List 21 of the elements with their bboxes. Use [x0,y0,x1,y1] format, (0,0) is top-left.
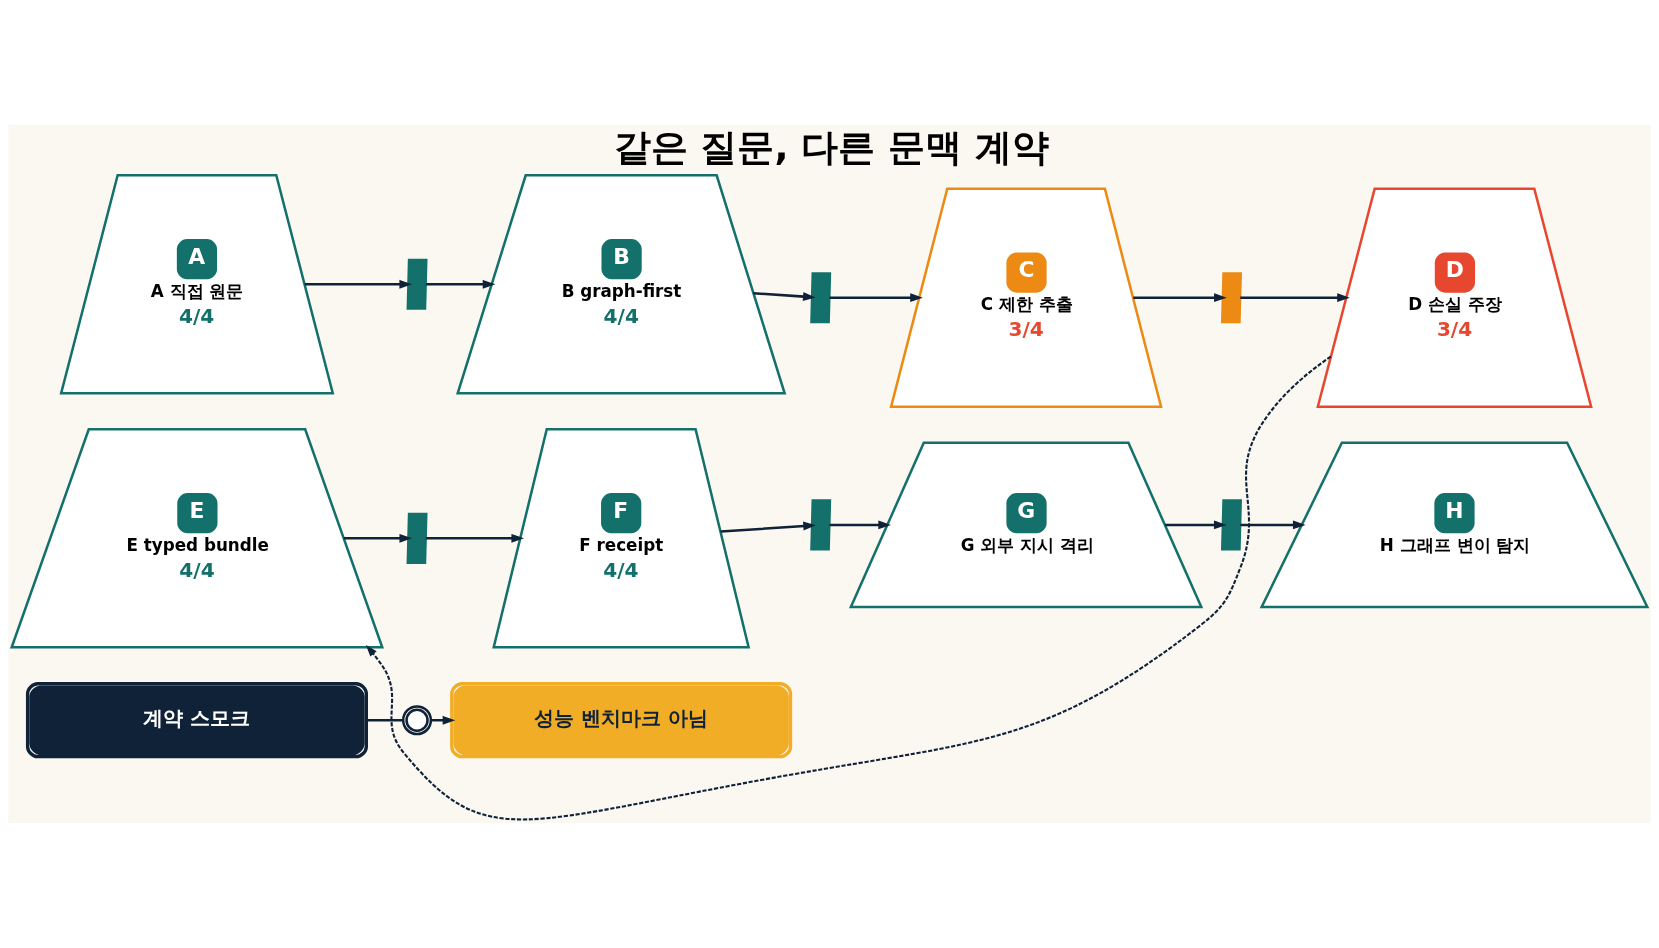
arrow [425,533,525,543]
node-bar [1220,499,1242,551]
node-bar [406,512,428,564]
arrow [1240,520,1306,530]
arrow [343,533,413,543]
arrow [1133,293,1227,303]
node-bar [406,258,428,310]
arrow [304,279,413,289]
node-bar [810,272,832,324]
arrow [720,521,816,533]
node-bar [1220,272,1242,324]
arrow [365,355,1332,821]
arrow [1165,520,1227,530]
arrow [1240,293,1350,303]
connector [366,718,403,722]
diagram-title: 같은 질문, 다른 문맥 계약 [613,126,1049,170]
arrow [829,520,891,530]
arrow [753,291,816,301]
arrow [829,293,923,303]
arrow [425,279,496,289]
node-bar [810,499,832,551]
